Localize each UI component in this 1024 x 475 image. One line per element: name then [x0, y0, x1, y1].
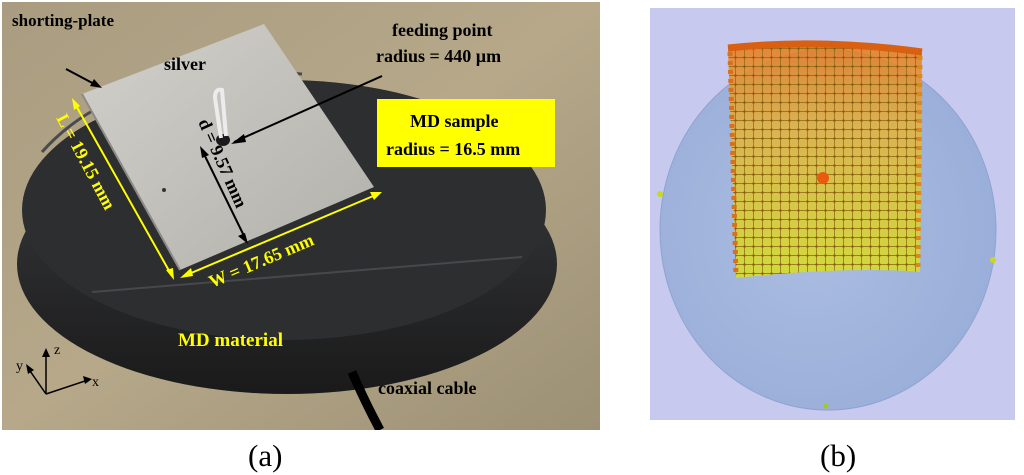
label-md-material: MD material — [178, 330, 283, 351]
edge-marker-bottom — [823, 403, 829, 409]
caption-b: (b) — [820, 438, 857, 473]
label-md-sample-2: radius = 16.5 mm — [386, 139, 520, 159]
patch-dot — [162, 188, 166, 192]
feeding-point-arrow — [233, 75, 383, 143]
axis-label-y: y — [16, 359, 23, 374]
feeding-point-arrowhead — [231, 134, 246, 144]
label-coaxial-cable: coaxial cable — [378, 378, 476, 398]
shorting-edge — [727, 40, 923, 56]
patch-edge — [81, 93, 181, 271]
axis-icon — [26, 348, 92, 395]
coaxial-cable — [347, 370, 384, 430]
md-sample-box — [377, 99, 555, 167]
edge-marker-left — [657, 191, 663, 197]
simulation-panel-b — [650, 8, 1015, 420]
axis-label-z: z — [54, 343, 60, 358]
photo-panel-a: shorting-plate silver feeding point radi… — [2, 2, 600, 430]
caption-a: (a) — [248, 438, 283, 473]
simulation-render — [650, 8, 1015, 420]
distance-arrowhead-top — [200, 146, 209, 158]
length-arrowhead-bottom — [166, 268, 174, 280]
silver-patch — [82, 24, 374, 270]
feed-point-marker — [817, 172, 829, 184]
antenna-photo: shorting-plate silver feeding point radi… — [2, 2, 600, 430]
label-silver: silver — [164, 54, 206, 74]
label-md-sample-1: MD sample — [410, 111, 499, 131]
shorting-plate-arrowhead — [90, 79, 102, 88]
width-arrowhead-left — [180, 268, 193, 278]
edge-marker-right — [990, 257, 996, 263]
disk-scratch — [91, 256, 523, 293]
mesh-left-edge — [727, 51, 739, 277]
label-shorting-plate: shorting-plate — [12, 11, 114, 30]
label-feeding-point-1: feeding point — [392, 20, 493, 40]
distance-line — [201, 149, 247, 241]
axis-label-x: x — [92, 375, 99, 390]
label-feeding-point-2: radius = 440 µm — [376, 46, 501, 66]
feed-pin — [212, 87, 228, 139]
width-arrowhead-right — [370, 192, 382, 200]
width-line — [183, 193, 379, 277]
distance-arrowhead-bottom — [238, 233, 248, 244]
length-arrowhead-top — [72, 98, 80, 110]
mesh-grid — [728, 43, 922, 279]
length-line — [73, 101, 173, 277]
